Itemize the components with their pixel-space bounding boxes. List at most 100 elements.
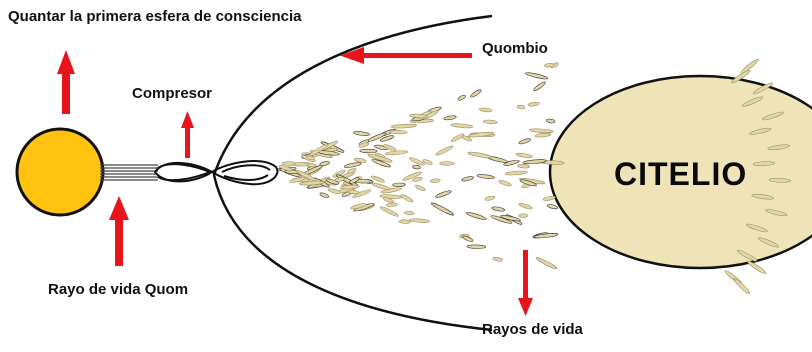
life-ray-particle	[500, 215, 521, 222]
life-ray-particle	[352, 189, 372, 198]
life-ray-particle	[379, 206, 399, 217]
life-ray-particle	[400, 194, 414, 203]
life-ray-particle	[383, 197, 394, 203]
arrow-up-title	[57, 50, 75, 114]
life-ray-particle	[542, 195, 556, 201]
life-ray-particle	[484, 195, 496, 201]
life-ray-particle	[415, 184, 426, 192]
life-ray-particle	[518, 213, 529, 218]
life-ray-particle	[422, 159, 433, 165]
life-ray-particle	[435, 145, 454, 156]
life-ray-particle	[319, 192, 330, 198]
life-ray-particle	[515, 152, 533, 158]
life-ray-particle	[498, 180, 512, 187]
citelio-wisp	[747, 260, 767, 275]
citelio-wisp	[731, 69, 751, 84]
red-arrows	[57, 47, 533, 316]
citelio-wisp	[736, 249, 758, 262]
life-ray-particle	[402, 171, 422, 181]
life-ray-particle	[412, 176, 423, 182]
life-ray-particle	[350, 203, 367, 210]
citelio-wisp	[751, 193, 774, 200]
life-ray-particle	[370, 175, 385, 183]
life-ray-particle	[450, 123, 474, 129]
life-ray-particle	[478, 107, 493, 113]
citelio-wisp	[758, 237, 779, 248]
life-ray-particle	[327, 188, 342, 194]
life-ray-particle	[371, 159, 391, 168]
life-ray-particle	[339, 184, 360, 190]
life-ray-particle	[281, 161, 297, 166]
life-ray-particle	[491, 206, 506, 212]
compressor-shape	[153, 160, 279, 186]
citelio-wisp	[762, 111, 784, 121]
citelio-wisp	[740, 59, 759, 74]
life-ray-particle	[299, 180, 325, 186]
life-ray-particle	[490, 215, 513, 224]
quombio-label: Quombio	[482, 40, 548, 57]
life-ray-particle	[534, 132, 552, 138]
life-ray-particles	[277, 59, 792, 295]
life-ray-particle	[278, 165, 293, 172]
life-ray-particle	[504, 170, 528, 176]
life-ray-particle	[349, 177, 360, 184]
life-ray-particle	[289, 176, 307, 183]
life-ray-particle	[404, 210, 415, 216]
life-ray-particle	[390, 123, 417, 129]
life-ray-particle	[379, 135, 395, 142]
life-ray-particle	[476, 174, 495, 179]
life-ray-particle	[371, 182, 390, 190]
life-ray-particle	[535, 257, 558, 270]
quombio-boundary-arc	[212, 14, 493, 332]
citelio-sphere	[548, 74, 812, 270]
life-ray-particle	[503, 159, 520, 166]
life-ray-particle	[443, 115, 457, 121]
life-ray-particle	[409, 218, 431, 223]
life-ray-particle	[429, 178, 441, 183]
life-ray-particle	[343, 162, 362, 168]
arrow-left-quombio	[340, 47, 472, 64]
life-ray-particle	[354, 157, 367, 163]
life-ray-particle	[334, 177, 346, 182]
life-ray-particle	[347, 168, 357, 174]
life-ray-particle	[533, 81, 546, 92]
life-ray-particle	[545, 118, 556, 124]
life-ray-particle	[353, 131, 370, 136]
life-ray-particle	[388, 129, 408, 135]
citelio-wisp	[749, 127, 772, 135]
life-ray-particle	[398, 219, 411, 224]
life-ray-particle	[492, 256, 503, 262]
life-ray-particle	[358, 142, 370, 148]
life-ray-particle	[527, 101, 540, 107]
life-ray-particle	[384, 150, 409, 156]
life-ray-particle	[325, 178, 340, 185]
life-ray-particle	[467, 131, 494, 138]
life-ray-particle	[367, 153, 393, 163]
life-ray-particle	[385, 202, 398, 207]
life-ray-particle	[457, 94, 466, 101]
life-ray-particle	[467, 151, 492, 159]
life-ray-particle	[519, 179, 537, 187]
arrow-up-compresor	[181, 111, 194, 158]
life-ray-particle	[430, 202, 454, 216]
life-ray-particle	[412, 164, 421, 170]
life-ray-particle	[409, 157, 425, 166]
life-ray-particle	[533, 233, 559, 239]
citelio-label: CITELIO	[614, 156, 748, 192]
life-ray-particle	[470, 89, 482, 98]
life-ray-particle	[383, 144, 397, 151]
citelio-wisp	[733, 278, 751, 295]
life-ray-particle	[435, 190, 452, 198]
life-ray-particle	[518, 202, 533, 210]
life-ray-particle	[522, 159, 547, 165]
life-ray-particle	[525, 72, 549, 80]
arrow-down-rayos	[518, 250, 533, 316]
life-ray-particle	[319, 161, 330, 166]
life-ray-particle	[544, 63, 555, 68]
life-ray-particle	[462, 235, 474, 242]
life-ray-particle	[409, 113, 428, 119]
citelio-wisp	[742, 96, 763, 107]
compresor-label: Compresor	[132, 85, 213, 102]
